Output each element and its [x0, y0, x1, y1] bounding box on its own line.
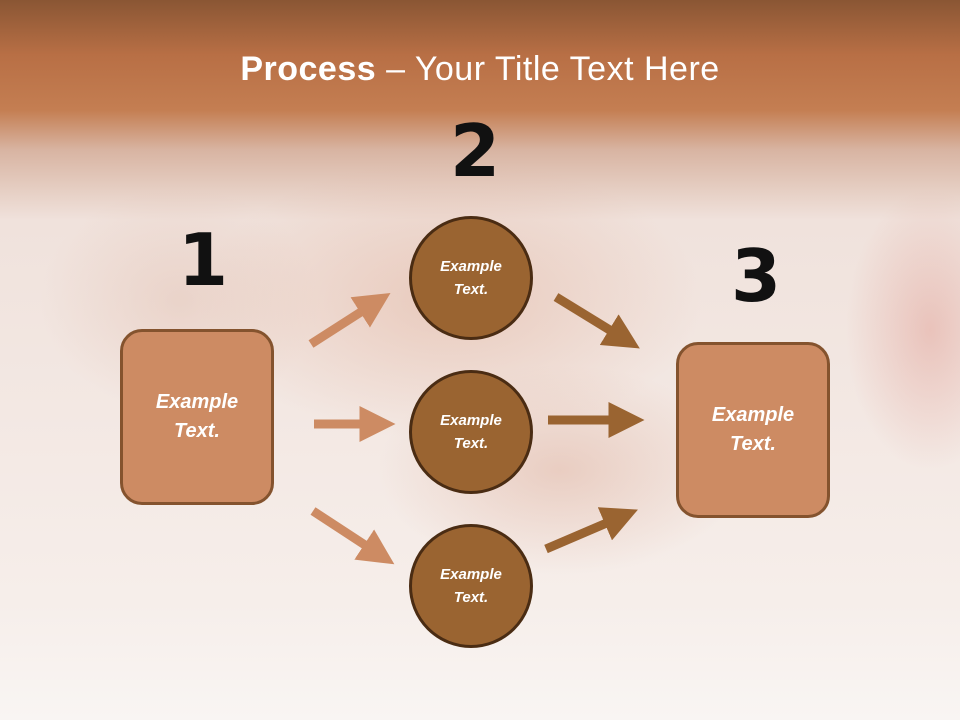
step-1-line1: Example	[155, 391, 239, 413]
step-3-line1: Example	[711, 404, 795, 426]
step-2-circle-top: Example Text.	[409, 216, 533, 340]
step-number-1: 1	[178, 218, 229, 302]
step-1-line2: Text.	[174, 420, 220, 442]
circle-1-text: Example Text.	[440, 255, 502, 301]
step-1-text: Example Text.	[156, 388, 238, 446]
circle-1-line1: Example	[440, 258, 502, 275]
circle-3-text: Example Text.	[440, 563, 502, 609]
step-number-3: 3	[731, 234, 782, 318]
arrow-to-circle-1	[308, 292, 391, 348]
step-3-line2: Text.	[730, 433, 776, 455]
circle-1-line2: Text.	[453, 281, 489, 298]
arrow-to-circle-3	[310, 507, 395, 565]
step-3-box: Example Text.	[676, 342, 830, 518]
circle-3-line2: Text.	[453, 589, 489, 606]
step-1-box: Example Text.	[120, 329, 274, 505]
arrow-from-circle-3	[544, 507, 638, 554]
slide-title: Process – Your Title Text Here	[0, 50, 960, 89]
title-bold: Process	[240, 50, 377, 88]
circle-2-line2: Text.	[453, 435, 489, 452]
step-number-2: 2	[450, 109, 501, 193]
arrow-from-circle-1	[553, 293, 640, 349]
circle-3-line1: Example	[440, 566, 502, 583]
title-rest: – Your Title Text Here	[376, 50, 720, 88]
circle-2-text: Example Text.	[440, 409, 502, 455]
step-3-text: Example Text.	[712, 401, 794, 459]
circle-2-line1: Example	[440, 412, 502, 429]
step-2-circle-middle: Example Text.	[409, 370, 533, 494]
step-2-circle-bottom: Example Text.	[409, 524, 533, 648]
